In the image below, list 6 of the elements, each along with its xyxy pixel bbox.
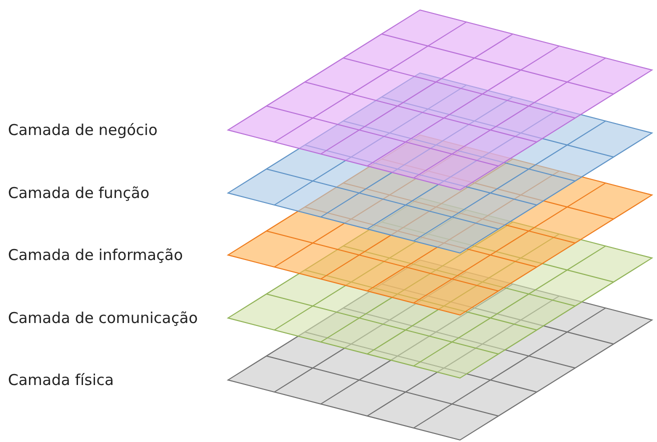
- layer-label: Camada de informação: [8, 246, 183, 264]
- layer-label: Camada de comunicação: [8, 308, 198, 326]
- layer-label: Camada física: [8, 371, 114, 389]
- layer-label: Camada de função: [8, 184, 150, 202]
- layer-label: Camada de negócio: [8, 121, 158, 139]
- grid-layer: [228, 10, 652, 190]
